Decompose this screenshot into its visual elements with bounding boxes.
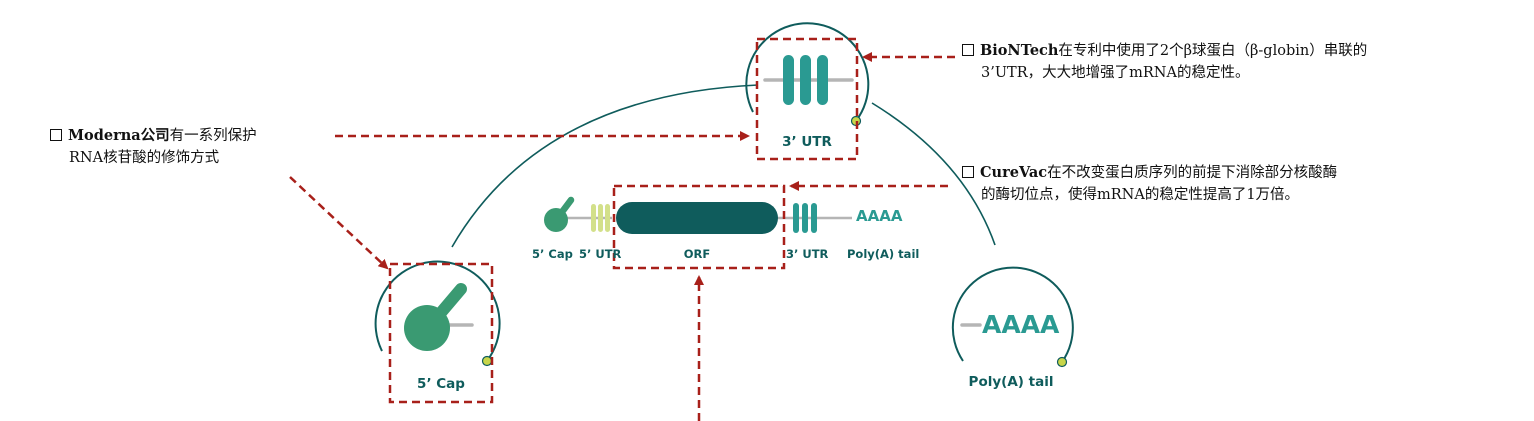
strand-utr5-bar-2 [598,204,603,232]
note-biontech: BioNTech在专利中使用了2个β球蛋白（β-globin）串联的 3’UTR… [962,40,1367,84]
orf-highlight-box [612,184,786,270]
label-strand-seq: AAAA [856,207,903,225]
label-strand-utr5: 5’ UTR [579,247,622,261]
note-moderna: Moderna公司有一系列保护 RNA核苷酸的修饰方式 [50,125,257,169]
note-curevac: CureVac在不改变蛋白质序列的前提下消除部分核酸酶 的酶切位点，使得mRNA… [962,162,1337,206]
label-strand-utr3: 3’ UTR [786,247,829,261]
utr3-bar-2 [800,55,811,105]
checkbox-icon [962,166,974,178]
strand-utr3-bar-3 [811,203,817,233]
note-curevac-line2: 的酶切位点，使得mRNA的稳定性提高了1万倍。 [981,187,1300,203]
label-utr3-big: 3’ UTR [782,134,832,150]
polya-callout [951,266,1074,368]
arrow-moderna-cap [289,176,389,270]
note-moderna-brand: Moderna公司 [68,127,170,144]
label-strand-cap: 5’ Cap [532,247,573,261]
utr3-highlight-box [755,37,859,161]
note-moderna-line1: 有一系列保护 [169,128,257,144]
utr3-bar-1 [783,55,794,105]
strand-utr3-bar-2 [802,203,808,233]
label-polya-big: Poly(A) tail [968,374,1054,390]
note-curevac-line1: 在不改变蛋白质序列的前提下消除部分核酸酶 [1047,165,1338,181]
note-curevac-brand: CureVac [980,164,1048,181]
strand-utr3-bar-1 [793,203,799,233]
cap-callout [374,260,501,367]
strand-orf [616,202,778,234]
utr3-bar-3 [817,55,828,105]
note-moderna-line2: RNA核苷酸的修饰方式 [69,150,220,166]
strand-utr5-bar-1 [591,204,596,232]
mrna-strand [544,196,852,234]
label-cap-big: 5’ Cap [417,376,465,392]
label-strand-polya: Poly(A) tail [847,247,920,261]
connector-arc-left [451,84,759,248]
strand-utr5-bar-3 [605,204,610,232]
utr3-callout [745,22,870,127]
connector-arc-right [871,102,996,246]
note-biontech-line1: 在专利中使用了2个β球蛋白（β-globin）串联的 [1058,43,1368,59]
cap-end-dot [481,355,493,367]
label-strand-orf: ORF [683,247,711,261]
checkbox-icon [962,44,974,56]
cap-highlight-box [388,262,494,404]
polya-end-dot [1056,356,1068,368]
note-biontech-brand: BioNTech [980,42,1059,59]
note-biontech-line2: 3’UTR，大大地增强了mRNA的稳定性。 [981,65,1250,81]
label-polya-big-seq: AAAA [982,310,1060,339]
checkbox-icon [50,129,62,141]
